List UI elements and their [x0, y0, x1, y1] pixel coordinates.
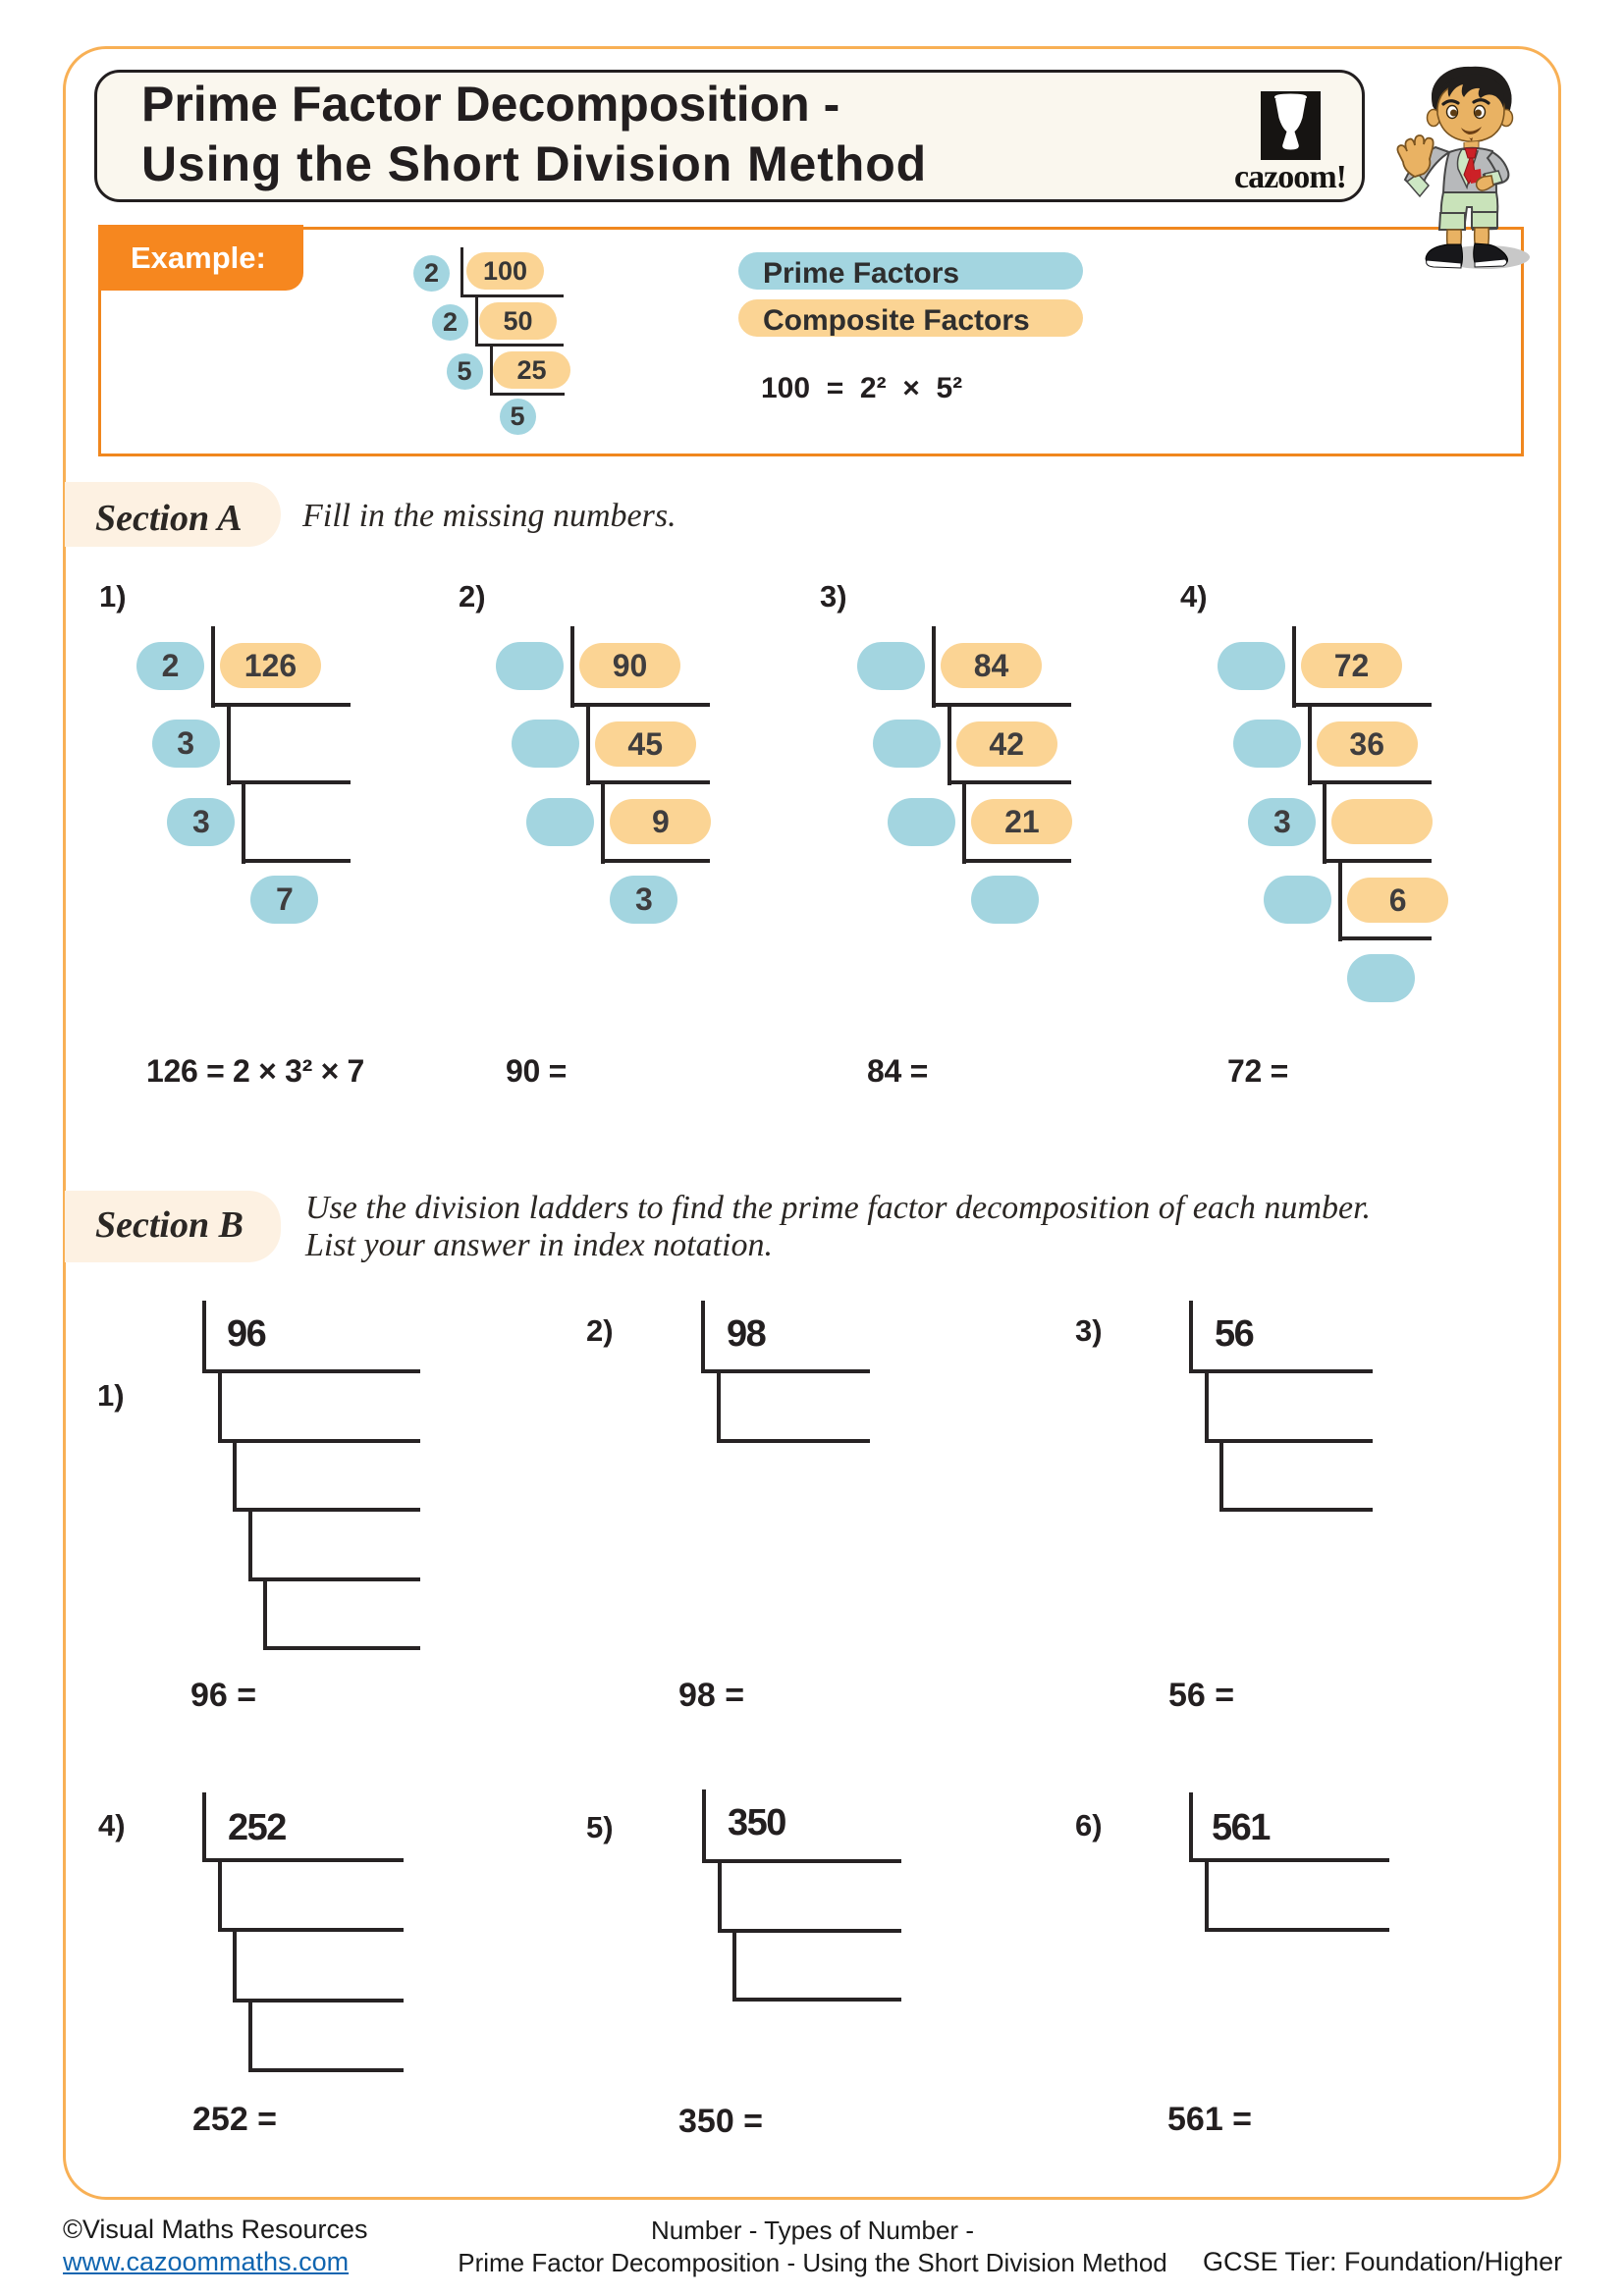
svg-text:cazoom!: cazoom!: [1234, 159, 1347, 191]
